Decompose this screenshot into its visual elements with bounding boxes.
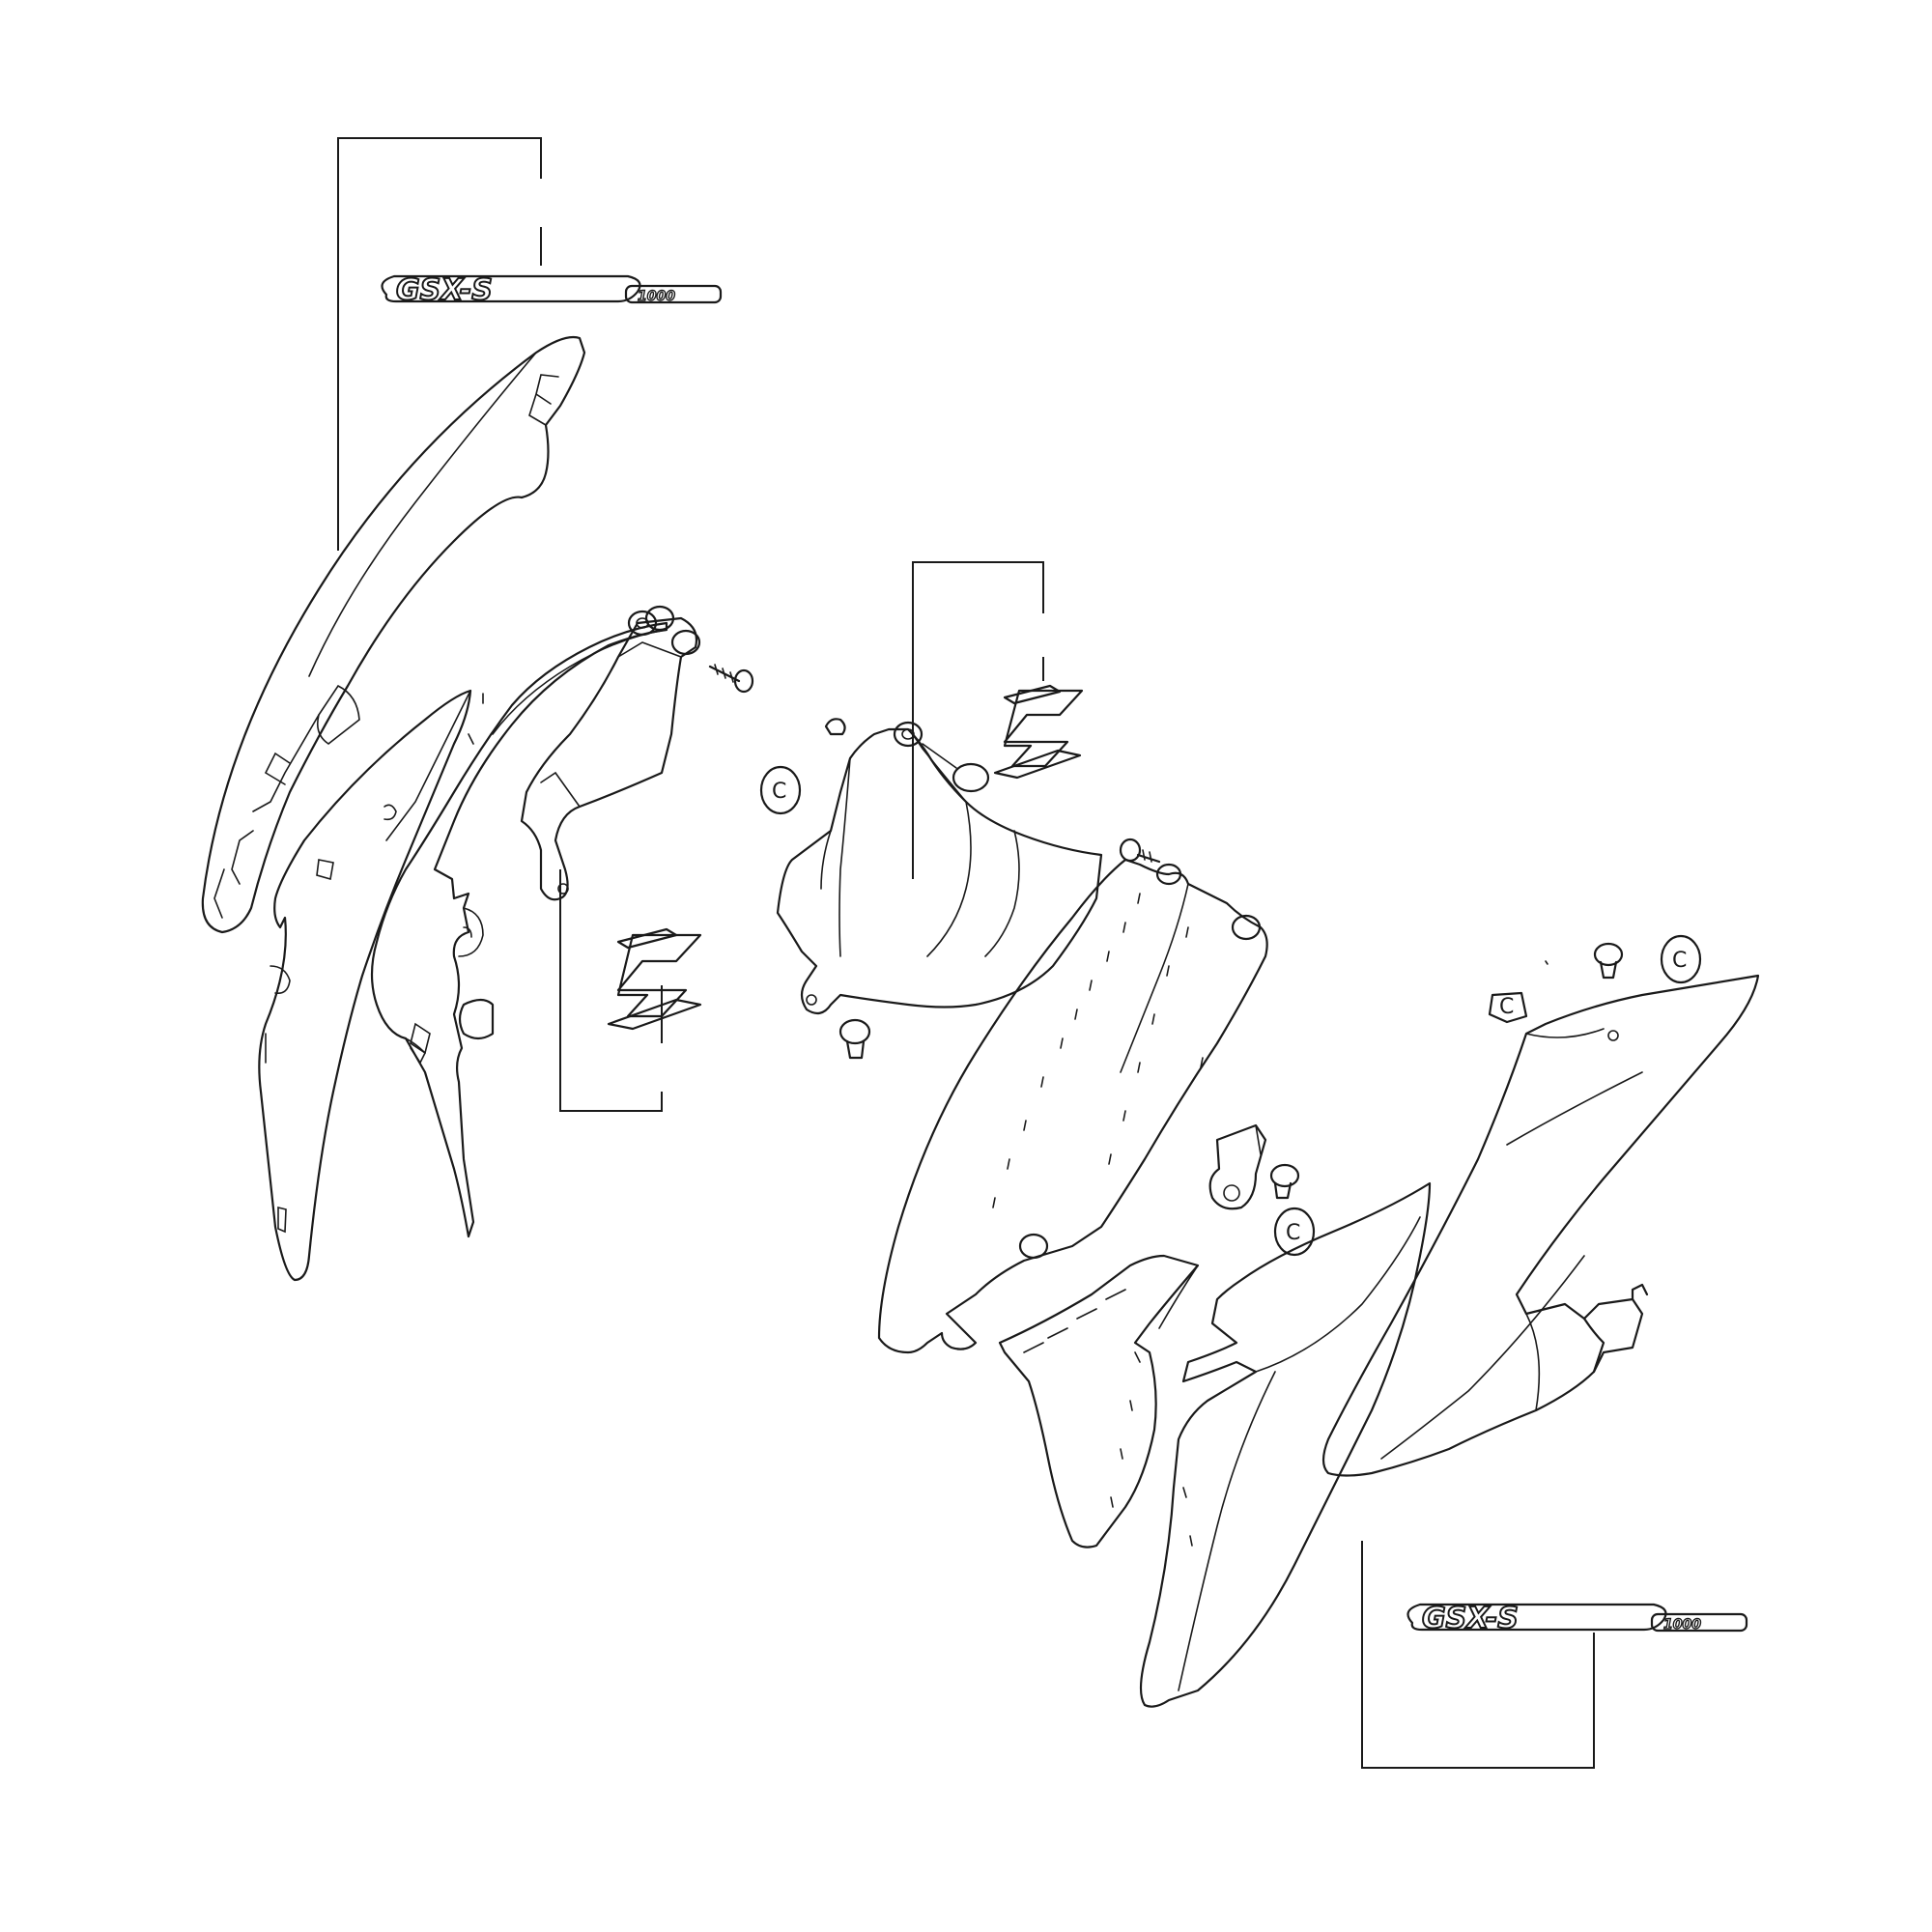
emblem-model-sub-top: 1000 xyxy=(638,289,675,304)
mounting-stay-right xyxy=(1208,1123,1267,1210)
mount-grommet-top-a xyxy=(627,610,658,637)
mount-grommet-top-c xyxy=(670,629,701,656)
bolt-center xyxy=(838,1018,871,1060)
small-clip-left xyxy=(458,998,495,1040)
side-cowl-right xyxy=(1321,974,1760,1477)
leader-bracket-center-top xyxy=(912,561,1044,879)
inner-panel-left xyxy=(258,689,472,1282)
grommet-letter-right-upper: C xyxy=(1672,949,1687,973)
screw-center xyxy=(1119,838,1161,864)
mount-grommet-panel-a xyxy=(1155,863,1182,886)
inner-front-panel-center xyxy=(877,858,1268,1354)
leader-bracket-middle-left xyxy=(559,869,663,1112)
clip-nut-letter: C xyxy=(1499,995,1514,1019)
mount-grommet-center-a xyxy=(893,721,923,748)
upper-side-cowl-left xyxy=(201,335,586,934)
leader-bracket-bottom-right xyxy=(1361,1541,1595,1769)
screw-upper xyxy=(708,664,754,694)
bolt-stay xyxy=(1269,1163,1300,1200)
emblem-model-text-bottom: GSX-S xyxy=(1422,1602,1519,1635)
suzuki-s-emblem-left xyxy=(607,927,702,1031)
mount-grommet-center-b xyxy=(952,762,990,793)
small-cap-center xyxy=(824,718,846,736)
mount-grommet-panel-c xyxy=(1018,1233,1049,1260)
tick-mark-top-right xyxy=(1545,960,1548,965)
screw-top-right xyxy=(1593,942,1624,980)
rubber-grommet-left: C xyxy=(759,765,802,815)
rubber-grommet-right-lower: C xyxy=(1273,1207,1316,1257)
meter-cover-center xyxy=(776,721,1103,1015)
upper-bracket-with-mounts xyxy=(520,605,701,901)
rubber-grommet-right-upper: C xyxy=(1660,934,1702,984)
emblem-model-text-top: GSX-S xyxy=(396,273,493,307)
grommet-letter-right-lower: C xyxy=(1286,1221,1300,1245)
leader-bracket-top-left xyxy=(337,137,542,551)
mount-grommet-panel-b xyxy=(1231,914,1262,941)
grommet-letter-left: C xyxy=(772,780,786,804)
suzuki-s-emblem-right xyxy=(993,684,1084,780)
lower-inner-duct xyxy=(998,1254,1200,1548)
mount-grommet-top-b xyxy=(644,605,675,632)
gsx-s-1000-emblem-top: GSX-S 1000 xyxy=(381,272,723,308)
gsx-s-1000-emblem-bottom: GSX-S 1000 xyxy=(1406,1601,1748,1636)
lower-side-cowl xyxy=(1139,1181,1432,1708)
clip-nut-right: C xyxy=(1488,991,1528,1024)
emblem-model-sub-bottom: 1000 xyxy=(1663,1617,1701,1633)
inner-bracket-panel xyxy=(370,621,668,1238)
